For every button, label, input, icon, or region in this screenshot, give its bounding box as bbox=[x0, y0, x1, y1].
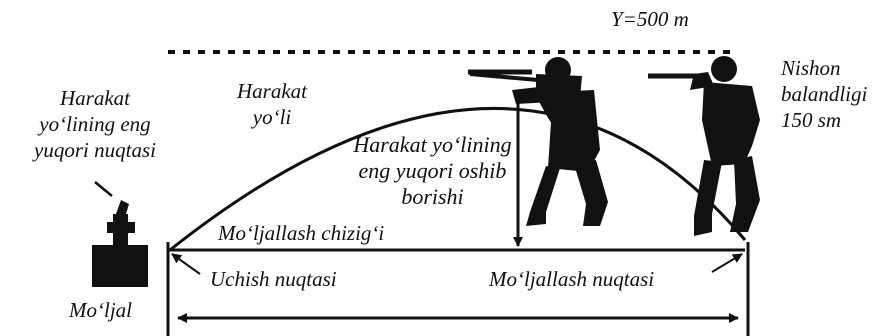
shooter-rifle bbox=[469, 72, 539, 82]
target-height-line-1: Nishon bbox=[781, 56, 841, 80]
aim-target-silhouette-icon bbox=[92, 200, 148, 287]
max-height-label: Y=500 m bbox=[611, 7, 689, 31]
trajectory-label: Harakat yo‘li bbox=[226, 78, 318, 130]
departure-point-arrow bbox=[171, 253, 201, 275]
max-excess-line-3: borishi bbox=[401, 184, 464, 209]
line-of-sight-label: Mo‘ljallash chizig‘i bbox=[218, 221, 385, 245]
target-height-line-3: 150 sm bbox=[781, 108, 842, 132]
top-point-left-line-1: Harakat bbox=[60, 86, 130, 110]
target-height-label: Nishon balandligi 150 sm bbox=[781, 55, 867, 133]
trajectory-line-1: Harakat bbox=[237, 79, 307, 103]
top-point-left-label: Harakat yo‘lining eng yuqori nuqtasi bbox=[6, 85, 184, 163]
aim-label: Mo‘ljal bbox=[69, 298, 132, 322]
departure-point-label: Uchish nuqtasi bbox=[210, 267, 337, 291]
trajectory-line-2: yo‘li bbox=[252, 105, 292, 129]
max-excess-line-2: eng yuqori oshib bbox=[358, 158, 507, 183]
max-excess-line-1: Harakat yo‘lining bbox=[353, 132, 512, 157]
aiming-point-arrow bbox=[711, 253, 743, 273]
trajectory-curve bbox=[169, 107, 747, 252]
top-point-pointer bbox=[94, 181, 113, 197]
shooter-silhouette-icon bbox=[468, 57, 608, 226]
target-figure-silhouette-icon bbox=[648, 56, 760, 236]
top-point-left-line-3: yuqori nuqtasi bbox=[34, 138, 156, 162]
target-height-line-2: balandligi bbox=[781, 82, 868, 106]
max-excess-label: Harakat yo‘lining eng yuqori oshib boris… bbox=[330, 132, 535, 210]
top-point-left-line-2: yo‘lining eng bbox=[39, 112, 151, 136]
aiming-point-label: Mo‘ljallash nuqtasi bbox=[489, 267, 655, 291]
